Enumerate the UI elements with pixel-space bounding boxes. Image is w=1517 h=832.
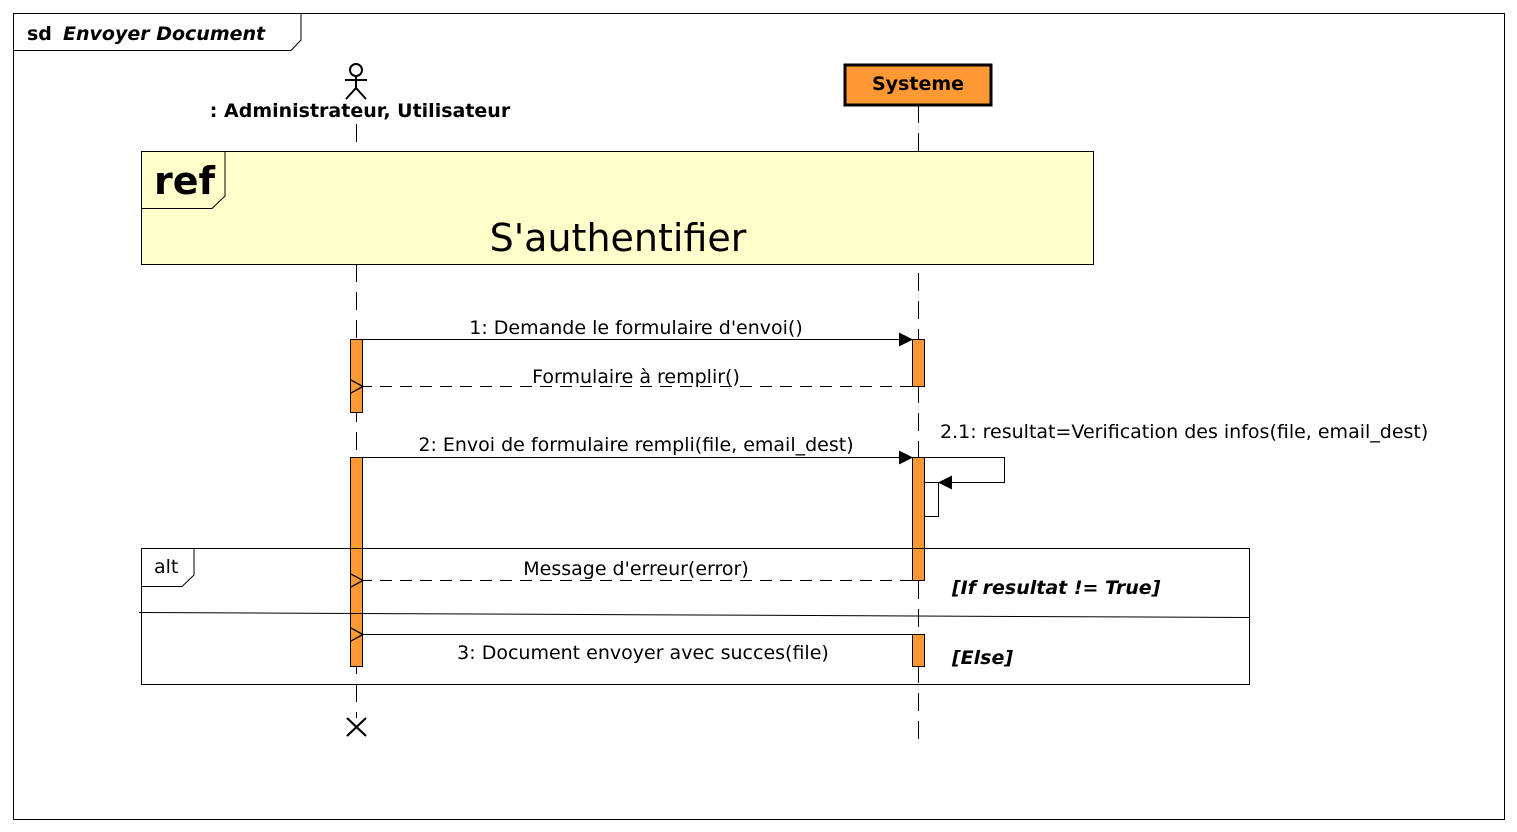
message-3-label: 3: Document envoyer avec succes(file): [457, 642, 829, 664]
message-1-label: 1: Demande le formulaire d'envoi(): [469, 317, 803, 339]
actor-activation-2: [350, 457, 363, 667]
self-message-2-1-label: 2.1: resultat=Verification des infos(fil…: [940, 421, 1428, 443]
system-self-activation: [924, 482, 939, 517]
alt-guard-else: [Else]: [951, 647, 1013, 669]
alt-fragment: [141, 548, 1250, 685]
actor-label: : Administrateur, Utilisateur: [210, 100, 511, 122]
system-label: Systeme: [872, 73, 964, 95]
sd-frame-kind: sd: [27, 23, 52, 45]
sd-frame-name: Envoyer Document: [63, 23, 266, 45]
self-message-2-1-arrow: [925, 457, 1005, 490]
ref-fragment: [141, 151, 1094, 265]
alt-fragment-tab: [141, 548, 195, 587]
actor-destruction-icon: [346, 717, 367, 737]
sd-frame: [13, 13, 1505, 820]
system-activation-3: [912, 634, 925, 667]
alt-guard-if: [If resultat != True]: [951, 577, 1161, 599]
system-activation-1: [912, 339, 925, 387]
ref-name: S'authentifier: [490, 216, 747, 260]
message-2-label: 2: Envoi de formulaire rempli(file, emai…: [418, 434, 853, 456]
actor-activation-1: [350, 339, 363, 413]
system-activation-2: [912, 457, 925, 581]
reply-1-label: Formulaire à remplir(): [532, 366, 740, 388]
alt-tag: alt: [154, 556, 178, 578]
actor-stick-figure-icon: [345, 63, 367, 100]
ref-fragment-tab: [141, 151, 226, 209]
error-reply-label: Message d'erreur(error): [523, 558, 749, 580]
ref-tag: ref: [154, 159, 216, 203]
sd-frame-tab: [13, 13, 302, 51]
alt-separator: [138, 612, 1251, 618]
